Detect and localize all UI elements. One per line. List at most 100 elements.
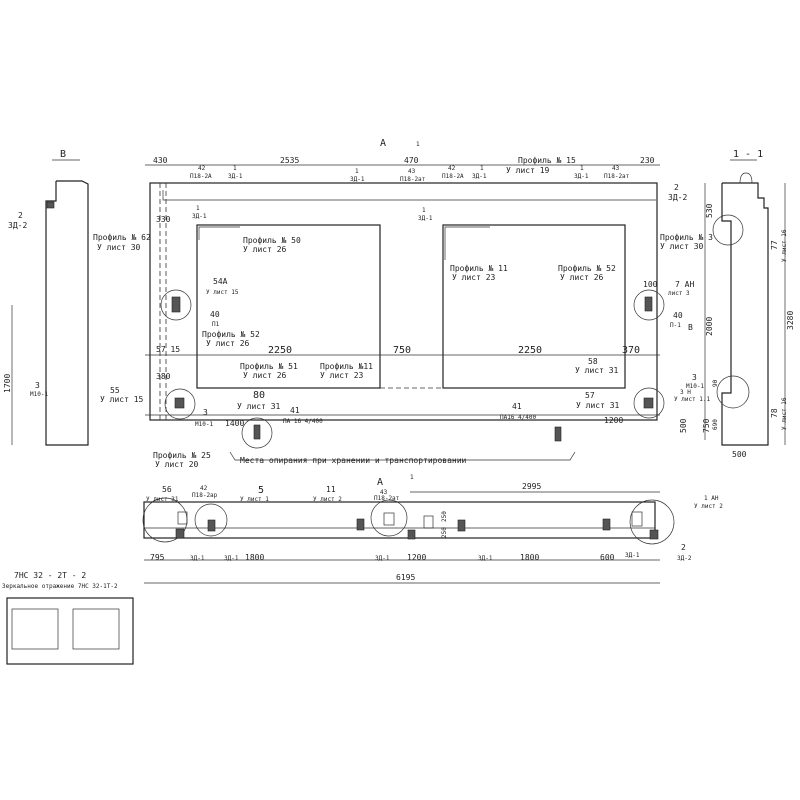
callout-top: Профиль № 51 xyxy=(240,362,298,371)
callout-bottom: У лист 15 xyxy=(100,395,144,404)
dim-690: 690 xyxy=(712,419,719,430)
detail-circle xyxy=(629,499,675,545)
dim-380: 380 xyxy=(156,372,171,381)
cut-a-marker[interactable]: А xyxy=(377,477,383,488)
zd-label: ЗД-1 xyxy=(375,555,390,562)
dim-250: 250 xyxy=(441,511,448,522)
callout-bottom: У лист 26 xyxy=(206,339,250,348)
callout-top: 78 xyxy=(770,408,779,418)
callout-bottom: У лист 23 xyxy=(320,371,364,380)
callout-bottom: У лист 16 xyxy=(781,229,788,262)
callout-bottom: У лист 1.1 xyxy=(674,396,711,403)
callout-top: 3 Н xyxy=(680,389,691,396)
embedded-part xyxy=(383,512,395,526)
callout-top: 5 xyxy=(258,485,264,496)
callout-bottom: ПА 16 4/400 xyxy=(283,418,323,425)
dim-100: 100 xyxy=(643,280,658,289)
callout-bottom: П18-2А xyxy=(442,173,464,180)
detail-circle xyxy=(370,499,408,537)
detail-circle xyxy=(194,503,228,537)
zd-label: ЗД-1 xyxy=(224,555,239,562)
view-b-title: В xyxy=(60,149,66,160)
callout-top: 1 xyxy=(422,207,426,214)
zd-label: ЗД-1 xyxy=(190,555,205,562)
callout-bottom: лист 3 xyxy=(668,290,690,297)
dim-330: 330 xyxy=(156,215,171,224)
callout-bottom: У лист 31 xyxy=(237,402,281,411)
embedded-part xyxy=(643,397,654,409)
top-band-line xyxy=(162,190,656,201)
callout-top: 40 xyxy=(210,310,220,319)
embedded-part xyxy=(644,296,653,312)
view-b: В 1700 2 ЗД-2 3 М10-1 xyxy=(3,149,89,446)
callout-bottom: ЗД-1 xyxy=(192,213,207,220)
dim-250: 250 xyxy=(441,527,448,538)
plan-view: 795 1800 1200 1800 600 6195 2995 250 250… xyxy=(142,474,723,584)
callout-top: Профиль № 62 xyxy=(93,233,151,242)
callout-top: 57 xyxy=(585,391,595,400)
callout-bottom: П18-2ар xyxy=(192,492,218,499)
dim-1200: 1200 xyxy=(407,553,426,562)
dim-500: 500 xyxy=(679,418,688,433)
callout-bottom: У лист 23 xyxy=(452,273,496,282)
callout-top: Профиль № 15 xyxy=(518,156,576,165)
panel-outline xyxy=(149,182,658,421)
callout-top: 2 xyxy=(674,183,679,192)
detail-circle xyxy=(633,289,665,321)
cut-1-marker[interactable]: 1 xyxy=(410,474,414,481)
callout-top: 43 xyxy=(612,165,620,172)
callout-bottom: У лист 2 xyxy=(313,496,342,503)
callout-top: 7 АН xyxy=(675,280,694,289)
dim-470: 470 xyxy=(404,156,419,165)
embedded-part xyxy=(554,426,562,442)
thumbnail-panel xyxy=(6,597,134,665)
dim-1400: 1400 xyxy=(225,419,244,428)
window-reveal xyxy=(198,226,240,240)
dim-430: 430 xyxy=(153,156,168,165)
dim-530: 530 xyxy=(705,203,714,218)
embedded-part xyxy=(631,511,643,527)
callout-top: 1 xyxy=(233,165,237,172)
dim-2250-right: 2250 xyxy=(518,345,542,356)
embedded-part xyxy=(46,201,55,209)
cut-a-marker[interactable]: А xyxy=(380,138,386,149)
window-reveal xyxy=(444,226,490,260)
view-b-outline xyxy=(45,180,89,446)
callout-top: Профиль № 25 xyxy=(153,451,211,460)
support-note: Места опирания при хранении и транспорти… xyxy=(240,456,467,465)
zd-label: ЗД-1 xyxy=(478,555,493,562)
right-dimensions: 530 2000 500 750 690 90 xyxy=(679,183,719,440)
callout-top: 1 xyxy=(580,165,584,172)
callout-bottom: П18-2ат xyxy=(374,495,400,502)
cut-1-marker[interactable]: 1 xyxy=(416,141,420,148)
embedded-part xyxy=(649,529,659,540)
callout-bottom: ЗД-1 xyxy=(418,215,433,222)
embedded-part xyxy=(171,296,181,313)
callout-bottom: У лист 1 xyxy=(240,496,269,503)
callout-top: Профиль №11 xyxy=(320,362,373,371)
callout-bottom: У лист 31 xyxy=(575,366,619,375)
plan-outline xyxy=(143,501,656,539)
embedded-part xyxy=(457,519,466,532)
callout-top: Профиль № 52 xyxy=(558,264,616,273)
embedded-part xyxy=(602,518,611,531)
thumbnail-window xyxy=(11,608,59,650)
callout-bottom: ЗД-2 xyxy=(668,193,687,202)
mirror-thumbnail: 7НС 32 - 2Т - 2 Зеркальное отражение 7НС… xyxy=(2,571,134,665)
callout-top: 1 xyxy=(480,165,484,172)
callouts-top: 42 П18-2А 1 ЗД-1 1 ЗД-1 43 П18-2ат 42 П1… xyxy=(190,156,687,222)
embedded-part xyxy=(253,424,261,440)
dim-500: 500 xyxy=(732,450,747,459)
thumbnail-window xyxy=(72,608,120,650)
embedded-part xyxy=(175,528,185,539)
callout-bottom: ЗД-2 xyxy=(677,555,692,562)
dim-2000: 2000 xyxy=(705,317,714,336)
callout-bottom: У лист 26 xyxy=(243,245,287,254)
dim-750: 750 xyxy=(393,345,411,356)
section-title: 1 - 1 xyxy=(733,149,763,160)
callout-top: 1 АН xyxy=(704,495,719,502)
dim-230: 230 xyxy=(640,156,655,165)
callout-top: 3 xyxy=(203,408,208,417)
detail-circle xyxy=(160,289,192,321)
